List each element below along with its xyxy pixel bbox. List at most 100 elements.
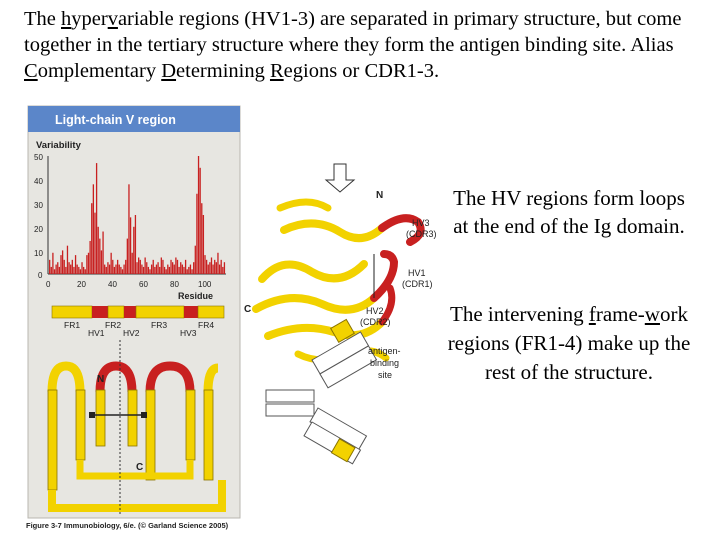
ribbon-hv3-label: HV3	[412, 218, 430, 228]
ribbon-strand-4	[280, 219, 386, 242]
variability-bar	[83, 266, 85, 274]
variability-bar	[120, 266, 122, 274]
framework-underline-2: w	[644, 302, 660, 326]
topology-loop-top-far	[203, 363, 219, 393]
variability-bar	[81, 262, 83, 274]
variability-bar	[142, 266, 145, 274]
variability-bar	[162, 259, 164, 274]
variability-bar	[138, 257, 140, 274]
variability-bar	[204, 255, 206, 274]
variability-bar	[57, 262, 59, 274]
y-tick-50: 50	[34, 153, 43, 162]
disulfide-right-dot	[141, 412, 147, 418]
variability-bar	[53, 269, 56, 274]
variability-bar	[175, 257, 177, 274]
y-tick-20: 20	[34, 225, 43, 234]
figure-caption: Figure 3-7 Immunobiology, 6/e. (© Garlan…	[26, 521, 229, 530]
topology-n-label: N	[97, 374, 104, 385]
topology-strands	[47, 389, 214, 491]
variability-bar	[129, 217, 132, 274]
variability-bar	[94, 212, 96, 274]
topology-loop-bottom-inner	[76, 460, 194, 480]
variability-bar	[60, 255, 62, 274]
ribbon-hv1-label: HV1	[408, 268, 426, 278]
fr1-segment	[51, 305, 93, 319]
ribbon-cdr1-loop	[370, 250, 399, 302]
ribbon-cdr1-label: (CDR1)	[402, 279, 433, 289]
variability-bar	[110, 252, 112, 274]
topology-diagram: N C	[47, 356, 226, 516]
variability-bar	[107, 262, 109, 274]
antibody-stem-top	[265, 389, 315, 403]
fr2-segment	[107, 305, 125, 319]
variability-bar	[165, 269, 167, 274]
variability-bar	[173, 264, 175, 274]
variability-bar	[104, 264, 106, 274]
variability-bar	[58, 266, 61, 274]
variability-bar	[159, 266, 161, 274]
variability-bar	[168, 266, 171, 274]
ribbon-n-label: N	[376, 190, 383, 201]
hv2-segment	[124, 306, 136, 318]
variability-bar	[188, 266, 190, 274]
y-tick-30: 30	[34, 201, 43, 210]
variability-bar	[218, 264, 221, 274]
intro-underline-5: R	[269, 60, 284, 82]
variability-bar	[209, 262, 211, 274]
variability-bar	[147, 266, 150, 274]
variability-bar	[139, 259, 141, 274]
framework-underline-1: f	[588, 302, 596, 326]
antigen-site-label-1: antigen-	[368, 346, 401, 356]
x-tick-20: 20	[77, 280, 86, 289]
ribbon-strand-2	[252, 294, 378, 314]
variability-bar	[70, 264, 72, 274]
ribbon-arrow-down	[324, 163, 356, 193]
topology-c-label: C	[136, 462, 143, 473]
variability-bar	[89, 240, 91, 274]
intro-underline-1: h	[61, 8, 72, 30]
ribbon-c-label: C	[244, 304, 251, 315]
immunoglobulin-figure: Light-chain V region Variability 50 40 3…	[26, 105, 437, 530]
topology-loop-bottom	[48, 480, 226, 512]
variability-bar	[73, 266, 75, 274]
variability-bar	[217, 252, 219, 274]
antibody-upper-arm	[311, 318, 378, 389]
antigen-site-label-2: binding	[370, 358, 399, 368]
antibody-stem-bottom	[265, 403, 315, 417]
label-fr1: FR1	[64, 320, 80, 330]
variability-bar	[121, 269, 124, 274]
variability-bar	[102, 231, 104, 274]
hv1-segment	[92, 306, 108, 318]
ribbon-cdr2-label: (CDR2)	[360, 317, 391, 327]
plot-x-label: Residue	[178, 291, 213, 301]
variability-bar	[71, 259, 73, 274]
variability-bar	[50, 266, 52, 274]
y-tick-0: 0	[38, 271, 43, 280]
variability-bar	[49, 259, 51, 274]
variability-bar	[84, 269, 86, 274]
label-hv3: HV3	[180, 328, 197, 338]
intro-underline-2: v	[107, 8, 118, 30]
x-tick-0: 0	[46, 280, 51, 289]
y-tick-10: 10	[34, 249, 43, 258]
framework-text-3: ork regions (FR1-4) make up the rest of …	[447, 302, 691, 384]
variability-bar	[123, 264, 125, 274]
variability-bar	[167, 264, 169, 274]
variability-bar	[149, 269, 151, 274]
variability-bar	[197, 156, 200, 274]
framework-text-2: rame-	[595, 302, 645, 326]
variability-bar	[61, 250, 64, 274]
ribbon-structure: N C HV3 (CDR3) HV1 (CDR1) HV2 (CDR2)	[244, 163, 437, 364]
variability-bar	[215, 262, 217, 274]
variability-bar	[152, 259, 154, 274]
plot-y-label: Variability	[36, 140, 82, 151]
variability-bar	[55, 264, 57, 274]
intro-underline-3: C	[24, 60, 38, 82]
intro-paragraph: The hypervariable regions (HV1-3) are se…	[24, 6, 714, 84]
variability-bar	[116, 259, 119, 274]
ribbon-cdr3-loop	[378, 214, 425, 246]
variability-bar	[193, 262, 195, 274]
variability-bar	[108, 264, 111, 274]
intro-text-3: ariable regions (HV1-3) are separated in…	[24, 8, 682, 56]
framework-text-1: The intervening	[450, 302, 589, 326]
